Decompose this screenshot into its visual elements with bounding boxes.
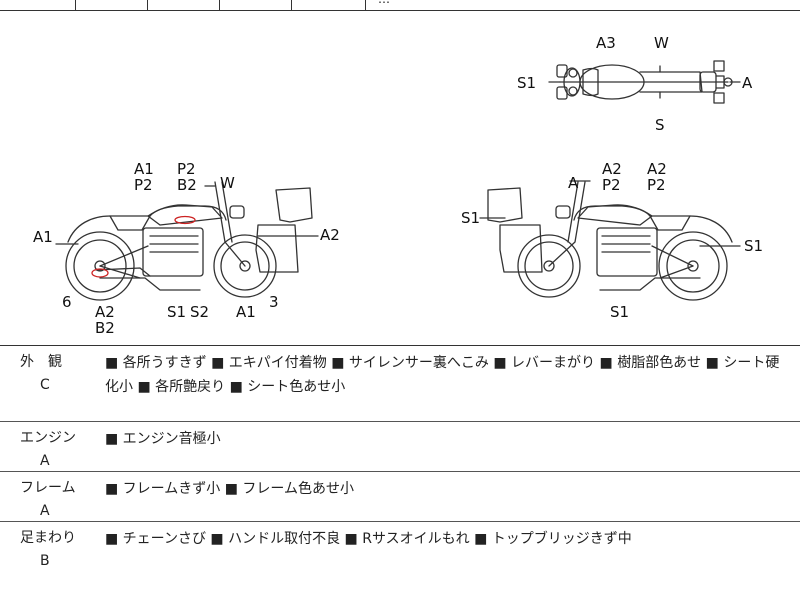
section-name: 足まわり — [20, 530, 76, 546]
label-w-handle: W — [220, 174, 235, 192]
header-cell — [0, 0, 76, 10]
label-s2-engine: S2 — [190, 303, 209, 321]
section-suspension: 足まわり B ■ チェーンさび ■ ハンドル取付不良 ■ Rサスオイルもれ ■ … — [0, 521, 800, 600]
right-side-motorcycle — [479, 180, 741, 301]
label-s-top: S — [655, 116, 665, 134]
label-a1-left: A1 — [33, 228, 53, 246]
label-b2-bottom: B2 — [95, 319, 115, 337]
label-a1-bottom: A1 — [236, 303, 256, 321]
label-a-right-handle: A — [568, 174, 579, 192]
section-grade: A — [40, 453, 50, 469]
motorcycle-diagram-svg: A3 W S1 A S A1 P2 P2 B2 W A1 A2 6 A2 B2 … — [33, 34, 763, 337]
section-label: フレーム A — [20, 477, 80, 519]
label-s1-right-right: S1 — [744, 237, 763, 255]
label-6: 6 — [62, 293, 72, 311]
header-cell — [291, 0, 366, 10]
section-name: 外 観 — [20, 354, 62, 370]
section-notes: ■ フレームきず小 ■ フレーム色あせ小 — [105, 481, 354, 497]
header-cell — [75, 0, 148, 10]
header-cell — [147, 0, 220, 10]
label-p2-tank: P2 — [177, 160, 196, 178]
label-a2-bottom: A2 — [95, 303, 115, 321]
section-engine: エンジン A ■ エンジン音極小 — [0, 421, 800, 472]
label-p2-right-seat: P2 — [647, 176, 666, 194]
section-grade: C — [40, 377, 50, 393]
label-w-top: W — [654, 34, 669, 52]
label-a2-right: A2 — [320, 226, 340, 244]
section-label: エンジン A — [20, 427, 80, 469]
label-3: 3 — [269, 293, 279, 311]
section-label: 足まわり B — [20, 527, 80, 569]
top-view-motorcycle — [548, 60, 741, 104]
section-grade: B — [40, 553, 50, 569]
label-s1-top: S1 — [517, 74, 536, 92]
section-frame: フレーム A ■ フレームきず小 ■ フレーム色あせ小 — [0, 471, 800, 522]
label-s1-right-left: S1 — [461, 209, 480, 227]
left-side-motorcycle — [55, 181, 319, 301]
section-notes: ■ エンジン音極小 — [105, 431, 221, 447]
label-a3-top: A3 — [596, 34, 616, 52]
label-a-top: A — [742, 74, 753, 92]
label-p2-right-tank: P2 — [602, 176, 621, 194]
section-notes: ■ チェーンさび ■ ハンドル取付不良 ■ Rサスオイルもれ ■ トップブリッジ… — [105, 531, 632, 547]
label-s1-engine: S1 — [167, 303, 186, 321]
section-grade: A — [40, 503, 50, 519]
label-b2-tank: B2 — [177, 176, 197, 194]
label-a1-upper: A1 — [134, 160, 154, 178]
label-p2-upper: P2 — [134, 176, 153, 194]
section-exterior: 外 観 C ■ 各所うすきず ■ エキパイ付着物 ■ サイレンサー裏へこみ ■ … — [0, 345, 800, 422]
damage-diagram: A3 W S1 A S A1 P2 P2 B2 W A1 A2 6 A2 B2 … — [0, 10, 800, 346]
header-strip: … — [0, 0, 800, 11]
section-label: 外 観 C — [20, 351, 80, 393]
section-notes: ■ 各所うすきず ■ エキパイ付着物 ■ サイレンサー裏へこみ ■ レバーまがり… — [105, 355, 780, 395]
header-cell — [219, 0, 292, 10]
damage-mark-muffler — [91, 268, 109, 278]
label-a2-right-tank: A2 — [602, 160, 622, 178]
section-name: エンジン — [20, 430, 76, 446]
section-name: フレーム — [20, 480, 76, 496]
header-fragment-text: … — [378, 0, 390, 6]
label-s1-right-bottom: S1 — [610, 303, 629, 321]
damage-mark-tank — [174, 215, 196, 225]
label-a2-right-seat: A2 — [647, 160, 667, 178]
